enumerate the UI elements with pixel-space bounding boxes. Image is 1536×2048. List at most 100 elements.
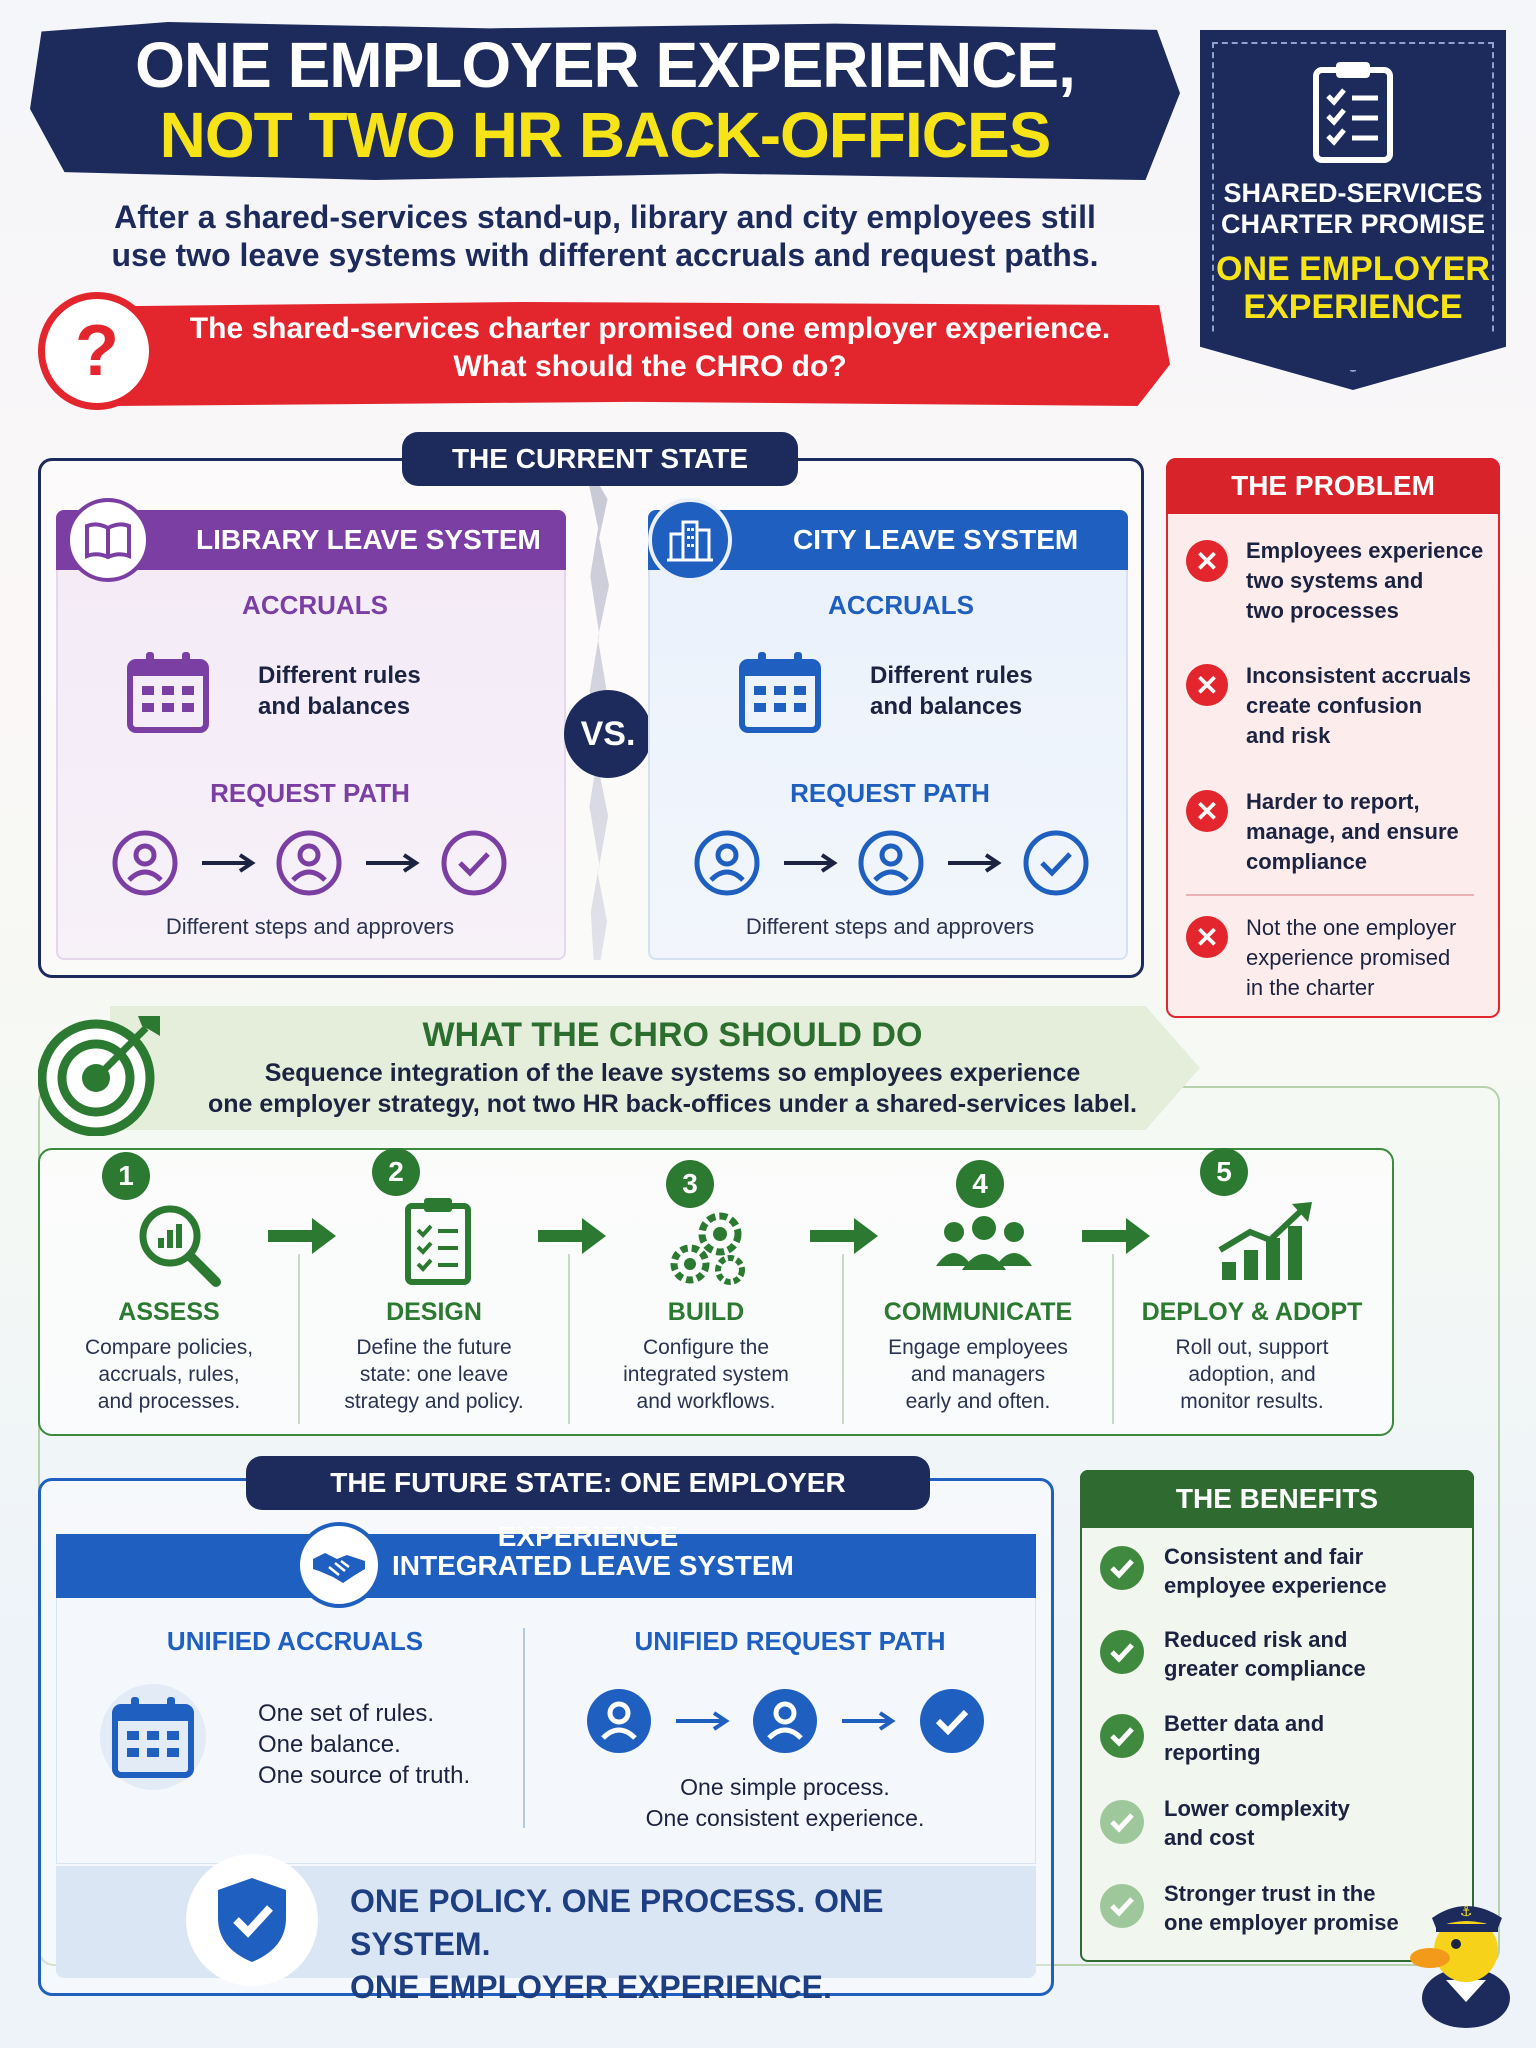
problem-line: create confusion [1246, 693, 1423, 718]
magnifier-chart-icon [134, 1200, 224, 1290]
problem-line: manage, and ensure [1246, 819, 1459, 844]
library-request-label: REQUEST PATH [210, 778, 410, 808]
charter-line2: CHARTER PROMISE [1220, 209, 1485, 239]
unified-request-line: One simple process. [680, 1774, 890, 1800]
city-buildings-icon [648, 498, 732, 582]
subtitle: After a shared-services stand-up, librar… [60, 198, 1150, 274]
benefit-item: Reduced risk and greater compliance [1164, 1625, 1366, 1683]
benefit-item: Consistent and fair employee experience [1164, 1542, 1387, 1600]
library-accruals-text: Different rules and balances [258, 660, 421, 722]
clipboard-checklist-icon [1298, 56, 1408, 166]
chro-banner [110, 1006, 1200, 1130]
calendar-icon [126, 650, 210, 734]
problem-divider [1186, 894, 1474, 896]
integrated-divider [523, 1628, 525, 1828]
subtitle-line2: use two leave systems with different acc… [111, 237, 1099, 273]
benefits-heading: THE BENEFITS [1080, 1470, 1474, 1528]
unified-request-label: UNIFIED REQUEST PATH [634, 1626, 946, 1656]
problem-line: Harder to report, [1246, 789, 1420, 814]
city-accruals-line1: Different rules [870, 662, 1033, 689]
check-circle-icon [1100, 1630, 1144, 1674]
handshake-icon [296, 1522, 382, 1608]
step-title: BUILD [667, 1298, 745, 1326]
step-description: Roll out, support adoption, and monitor … [1122, 1334, 1382, 1415]
problem-line: experience promised [1246, 945, 1451, 970]
problem-line: Inconsistent accruals [1246, 663, 1471, 688]
step-desc-line: strategy and policy. [344, 1390, 524, 1413]
chro-line2: one employer strategy, not two HR back-o… [208, 1090, 1137, 1118]
step-description: Engage employees and managers early and … [848, 1334, 1108, 1415]
library-accruals-line1: Different rules [258, 662, 421, 689]
step-desc-line: Configure the [642, 1336, 770, 1359]
motto-text: ONE POLICY. ONE PROCESS. ONE SYSTEM. ONE… [350, 1880, 1030, 2009]
growth-chart-icon [1216, 1200, 1316, 1284]
library-request-text: Different steps and approvers [165, 914, 455, 939]
question-line2: What should the CHRO do? [453, 350, 847, 383]
question-banner [90, 302, 1170, 406]
person-arrow-person-arrow-check-icon [112, 830, 507, 896]
city-accruals-line2: and balances [870, 693, 1023, 720]
step-separator [1112, 1254, 1114, 1424]
motto-line2: ONE EMPLOYER EXPERIENCE. [350, 1969, 832, 2005]
clipboard-checklist-icon [398, 1196, 478, 1286]
question-text: The shared-services charter promised one… [160, 310, 1140, 386]
x-circle-icon: ✕ [1186, 790, 1228, 832]
steps-panel [38, 1148, 1394, 1436]
step-desc-line: Engage employees [888, 1336, 1068, 1359]
unified-accruals-text: One set of rules. One balance. One sourc… [258, 1698, 470, 1791]
step-separator [568, 1254, 570, 1424]
benefits-panel [1080, 1470, 1474, 1962]
problem-line: Not the one employer [1246, 915, 1457, 940]
library-accruals-label: ACCRUALS [242, 590, 388, 620]
step-desc-line: adoption, and [1188, 1363, 1316, 1386]
benefit-item: Stronger trust in the one employer promi… [1164, 1879, 1399, 1937]
benefit-line: Stronger trust in the [1164, 1881, 1376, 1906]
city-request-label: REQUEST PATH [790, 778, 990, 808]
arrow-right-icon [1082, 1216, 1152, 1256]
benefit-line: Better data and [1164, 1711, 1325, 1736]
problem-line: two processes [1246, 598, 1399, 623]
sailor-duck-mascot-icon: ⚓ [1406, 1880, 1522, 2030]
step-number: 5 [1200, 1148, 1248, 1196]
benefit-item: Better data and reporting [1164, 1709, 1324, 1767]
charter-line1: SHARED-SERVICES [1223, 178, 1483, 208]
page-title-line1: ONE EMPLOYER EXPERIENCE, [135, 29, 1076, 101]
check-circle-icon [1100, 1714, 1144, 1758]
unified-accruals-line: One balance. [258, 1731, 401, 1758]
city-leave-panel [648, 510, 1128, 960]
step-desc-line: early and often. [905, 1390, 1051, 1413]
arrow-right-icon [268, 1216, 338, 1256]
unified-request-line: One consistent experience. [645, 1805, 925, 1831]
problem-item: Inconsistent accruals create confusion a… [1246, 661, 1471, 751]
step-desc-line: Roll out, support [1175, 1336, 1329, 1359]
benefit-line: Lower complexity [1164, 1796, 1350, 1821]
people-group-icon [932, 1214, 1036, 1282]
step-number: 2 [372, 1148, 420, 1196]
step-description: Compare policies, accruals, rules, and p… [39, 1334, 299, 1415]
step-desc-line: Define the future [356, 1336, 512, 1359]
charter-badge [1200, 30, 1506, 390]
step-separator [298, 1254, 300, 1424]
problem-item: Harder to report, manage, and ensure com… [1246, 787, 1459, 877]
problem-item: Not the one employer experience promised… [1246, 913, 1456, 1003]
chro-subtitle: Sequence integration of the leave system… [110, 1058, 1235, 1120]
benefit-line: greater compliance [1164, 1656, 1366, 1681]
step-desc-line: monitor results. [1180, 1390, 1324, 1413]
step-desc-line: and managers [910, 1363, 1046, 1386]
charter-promise-label: SHARED-SERVICES CHARTER PROMISE [1200, 178, 1506, 240]
unified-accruals-line: One source of truth. [258, 1762, 471, 1789]
check-circle-icon [1100, 1546, 1144, 1590]
vs-badge: VS. [564, 690, 652, 778]
city-accruals-label: ACCRUALS [828, 590, 974, 620]
svg-text:⚓: ⚓ [1460, 1904, 1473, 1920]
integrated-leave-title: INTEGRATED LEAVE SYSTEM [56, 1534, 1036, 1598]
step-desc-line: Compare policies, [84, 1336, 254, 1359]
chro-line1: Sequence integration of the leave system… [264, 1059, 1081, 1087]
benefit-line: Consistent and fair [1164, 1544, 1364, 1569]
arrow-right-icon [810, 1216, 880, 1256]
step-title: COMMUNICATE [883, 1298, 1073, 1326]
unified-request-flow [584, 1686, 994, 1756]
step-desc-line: state: one leave [359, 1363, 509, 1386]
unified-accruals-line: One set of rules. [258, 1700, 435, 1727]
library-accruals-line2: and balances [258, 693, 411, 720]
